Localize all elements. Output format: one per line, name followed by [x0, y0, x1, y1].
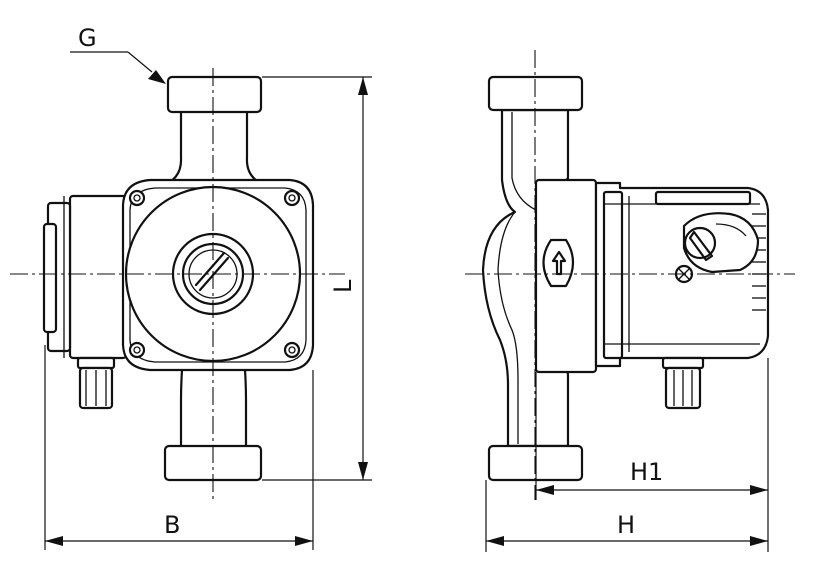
side-body-inner-line — [497, 112, 537, 444]
label-h1: H1 — [630, 458, 663, 486]
dimension-b: B — [44, 345, 314, 550]
label-g: G — [78, 24, 97, 52]
side-stator-fins — [752, 213, 766, 311]
front-corner-screw — [283, 341, 301, 359]
front-cable-gland — [76, 356, 116, 410]
front-top-neck — [158, 110, 264, 188]
front-corner-screw — [283, 189, 301, 207]
front-terminal-cover — [68, 194, 128, 360]
label-l: L — [329, 279, 357, 293]
front-view — [10, 68, 345, 500]
side-speed-knob — [682, 212, 760, 274]
side-view — [465, 50, 795, 500]
label-b: B — [164, 511, 180, 539]
side-terminal-top — [654, 190, 752, 206]
dimension-g: G — [70, 24, 166, 84]
front-side-cap — [42, 222, 58, 334]
dimension-h: H — [485, 480, 768, 552]
front-corner-screw — [128, 189, 146, 207]
front-top-nut — [166, 75, 263, 114]
side-stator-band — [602, 190, 624, 360]
front-bottom-neck — [179, 368, 248, 448]
dimension-h1: H1 — [535, 358, 769, 552]
side-flow-window — [542, 238, 575, 288]
front-corner-screw — [128, 341, 146, 359]
front-vent-slot — [194, 251, 226, 287]
dimension-l: L — [262, 76, 372, 481]
label-h: H — [617, 511, 635, 539]
side-cable-gland — [661, 356, 705, 410]
